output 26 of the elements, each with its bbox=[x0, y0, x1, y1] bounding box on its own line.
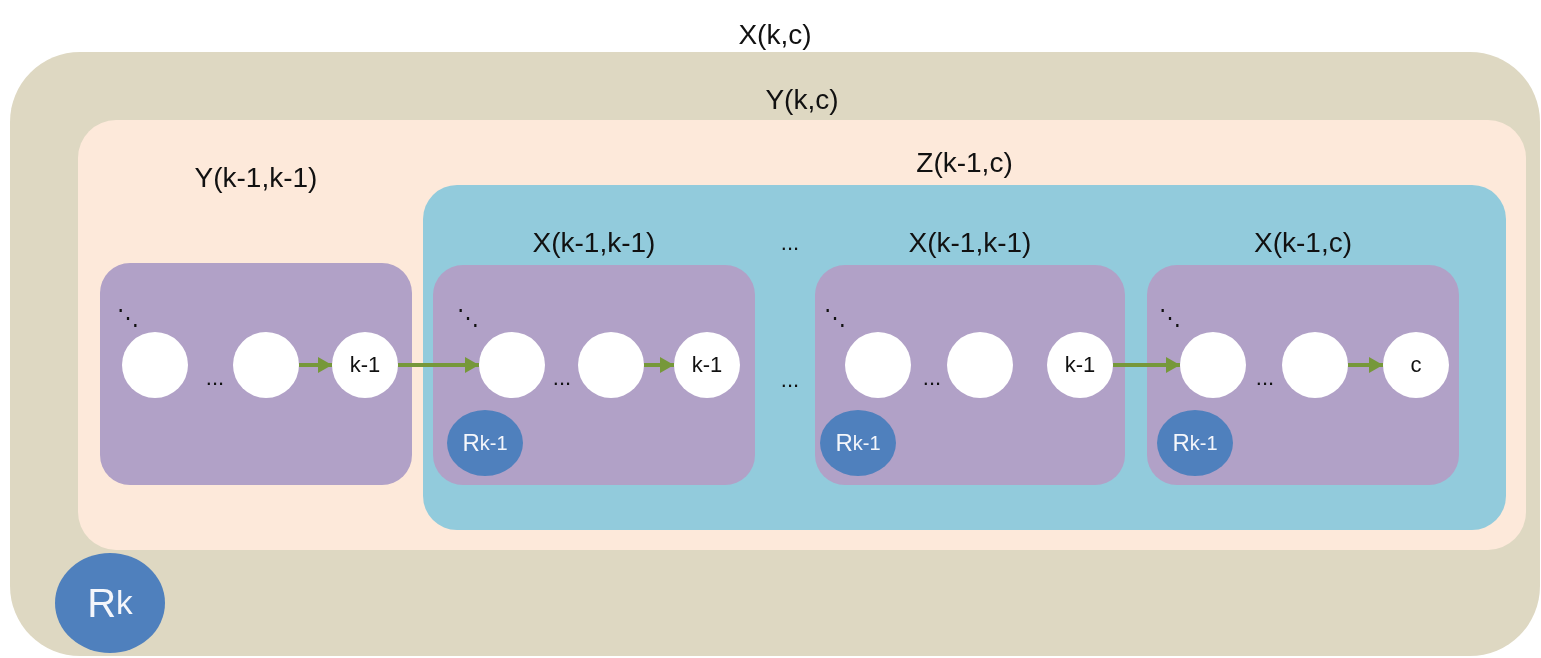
ellipsis: ... bbox=[922, 365, 942, 391]
arrow bbox=[644, 357, 674, 373]
box-heading: X(k-1,k-1) bbox=[531, 228, 657, 258]
box-heading: X(k-1,k-1) bbox=[907, 228, 1033, 258]
ellipsis: ... bbox=[205, 365, 225, 391]
arrow bbox=[1348, 357, 1383, 373]
state-circle: k-1 bbox=[1047, 332, 1113, 398]
ellipsis: ⋱ bbox=[824, 305, 846, 331]
box-heading: Y(k-1,k-1) bbox=[193, 163, 319, 193]
box-heading: Z(k-1,c) bbox=[915, 148, 1014, 178]
arrow bbox=[398, 357, 479, 373]
ellipsis: ⋱ bbox=[117, 305, 139, 331]
state-circle: c bbox=[1383, 332, 1449, 398]
box-heading: Y(k,c) bbox=[764, 85, 840, 115]
state-circle: k-1 bbox=[332, 332, 398, 398]
ellipsis: ... bbox=[780, 367, 800, 393]
arrow bbox=[1113, 357, 1180, 373]
ellipsis: ⋱ bbox=[457, 305, 479, 331]
ellipsis: ⋱ bbox=[1159, 305, 1181, 331]
ellipsis: ... bbox=[780, 230, 800, 256]
state-circle: k-1 bbox=[674, 332, 740, 398]
arrow bbox=[299, 357, 332, 373]
box-heading: X(k,c) bbox=[737, 20, 813, 50]
ellipsis: ... bbox=[552, 365, 572, 391]
ellipsis: ... bbox=[1255, 365, 1275, 391]
box-heading: X(k-1,c) bbox=[1253, 228, 1353, 258]
